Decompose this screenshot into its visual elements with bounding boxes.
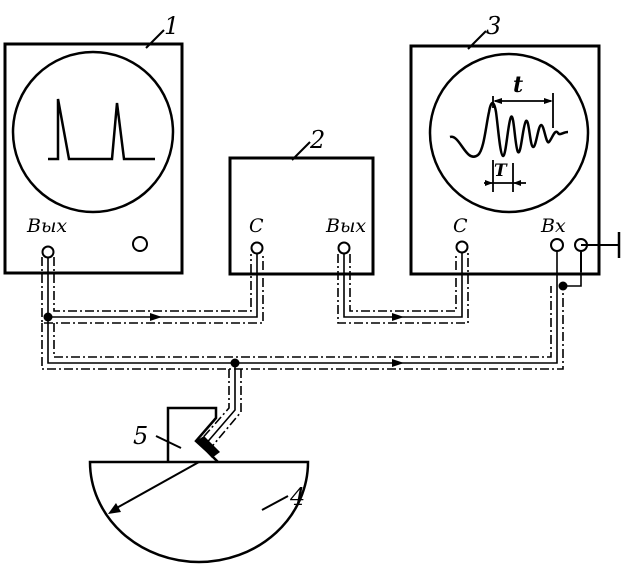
attenuator-number-label: 2	[309, 126, 325, 154]
oscilloscope-block: t T 3 С Вх	[409, 12, 621, 276]
label-4-leader	[261, 495, 289, 511]
t-arrow-left	[493, 98, 502, 104]
beam-path-line	[112, 461, 200, 511]
generator-knob	[132, 236, 148, 252]
cable-1-2-screen-outer	[41, 254, 264, 324]
main-cable-direction-arrow	[392, 359, 404, 367]
label-1-leader	[145, 29, 165, 49]
oscilloscope-sync-label: С	[453, 215, 468, 237]
t-arrow-right	[544, 98, 553, 104]
cable-generator-to-attenuator	[41, 254, 264, 324]
cable-attenuator-to-oscilloscope	[337, 253, 469, 324]
transducer-branch-core	[203, 363, 236, 447]
generator-screen	[11, 50, 175, 214]
transducer-number-label: 5	[133, 422, 148, 450]
main-cable-core	[47, 251, 558, 364]
T-arrow-right	[513, 180, 521, 186]
beam-arrowhead	[108, 503, 121, 514]
attenuator-block: 2 С Вых	[228, 126, 375, 276]
transducer-branch-screen-right	[208, 369, 242, 451]
cable-2-3-screen-outer	[337, 253, 469, 324]
cable-generator-to-transducer-and-oscilloscope	[41, 251, 582, 451]
main-cable-screen-inner	[53, 286, 552, 358]
label-2-leader	[291, 141, 311, 161]
attenuator-sync-jack	[250, 241, 264, 255]
cable-1-2-core	[47, 254, 258, 318]
attenuator-sync-label: С	[249, 215, 264, 237]
generator-pulse-trace	[48, 98, 155, 161]
specimen-half-disc	[88, 460, 310, 564]
oscilloscope-sync-jack	[455, 240, 469, 254]
transducer-branch-screen-left	[198, 369, 230, 443]
cable-2-3-core	[343, 253, 463, 318]
junction-node-branch	[230, 358, 240, 368]
oscilloscope-number-label: 3	[486, 12, 501, 40]
T-symbol-label: T	[494, 161, 508, 181]
oscilloscope-input-label: Вх	[540, 215, 566, 237]
specimen-number-label: 4	[289, 483, 305, 511]
attenuator-output-label: Вых	[325, 215, 366, 237]
generator-output-label: Вых	[26, 215, 67, 237]
main-cable-screen-outer	[41, 286, 564, 370]
t-symbol-label: t	[513, 72, 523, 98]
cable-1-2-direction-arrow	[150, 313, 162, 321]
cable-2-3-direction-arrow	[392, 313, 404, 321]
oscilloscope-screen	[428, 52, 590, 214]
cable-1-2-screen-inner	[53, 254, 252, 312]
oscilloscope-input-screen-tie	[563, 272, 582, 287]
generator-output-jack	[41, 245, 55, 259]
generator-block: 1 Вых	[3, 12, 184, 275]
oscilloscope-input-jack	[550, 238, 564, 252]
attenuator-output-jack	[337, 241, 351, 255]
junction-node-left	[43, 312, 53, 322]
cable-2-3-screen-inner	[349, 253, 457, 312]
attenuator-box	[228, 156, 375, 276]
label-3-leader	[467, 30, 487, 50]
generator-box	[3, 42, 184, 275]
specimen: 4	[88, 460, 310, 564]
T-arrow-left	[485, 180, 493, 186]
junction-node-right	[558, 281, 568, 291]
oscilloscope-echo-trace	[449, 101, 569, 158]
label-5-leader	[155, 435, 182, 449]
generator-number-label: 1	[164, 12, 179, 40]
oscilloscope-box	[409, 44, 601, 276]
transducer: 5	[133, 406, 220, 463]
transducer-element	[196, 436, 220, 458]
